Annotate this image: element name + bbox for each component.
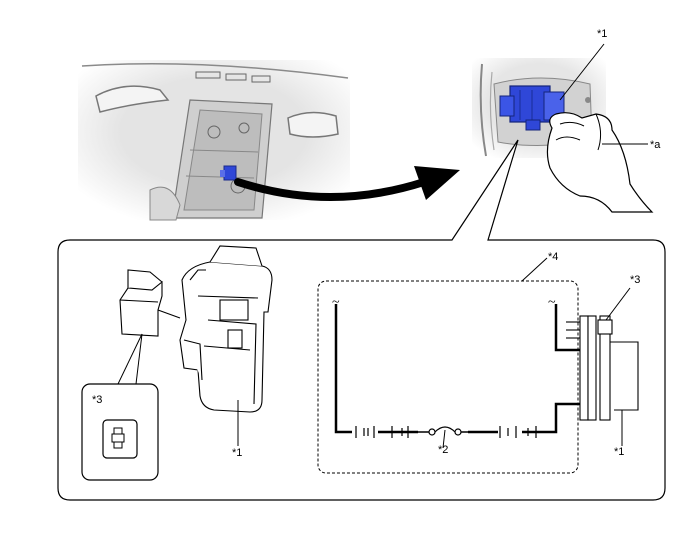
label-star3-right: *3 [630, 274, 641, 286]
label-star1-left: *1 [232, 447, 243, 459]
label-star1-right: *1 [614, 446, 625, 458]
label-star2: *2 [438, 444, 449, 456]
label-star4: *4 [548, 251, 559, 263]
svg-text:~: ~ [548, 295, 556, 310]
svg-text:~: ~ [332, 295, 340, 310]
label-star-a: *a [650, 139, 661, 151]
connector-closeup [499, 85, 565, 131]
closeup-photo [472, 43, 654, 213]
schematic-dashed-box [317, 280, 579, 474]
dashboard-photo [78, 60, 350, 221]
label-star1-top: *1 [597, 28, 608, 40]
callout-arrow [234, 166, 460, 201]
wiring-schematic: ~ ~ [317, 257, 639, 474]
fuse-symbol [418, 426, 468, 449]
label-star3-left: *3 [92, 394, 103, 406]
connector-drawing [119, 245, 273, 413]
relay-connector-symbol [566, 315, 639, 421]
hand-illustration [546, 112, 654, 213]
detail-box [81, 383, 159, 481]
callout-frame [57, 139, 666, 501]
